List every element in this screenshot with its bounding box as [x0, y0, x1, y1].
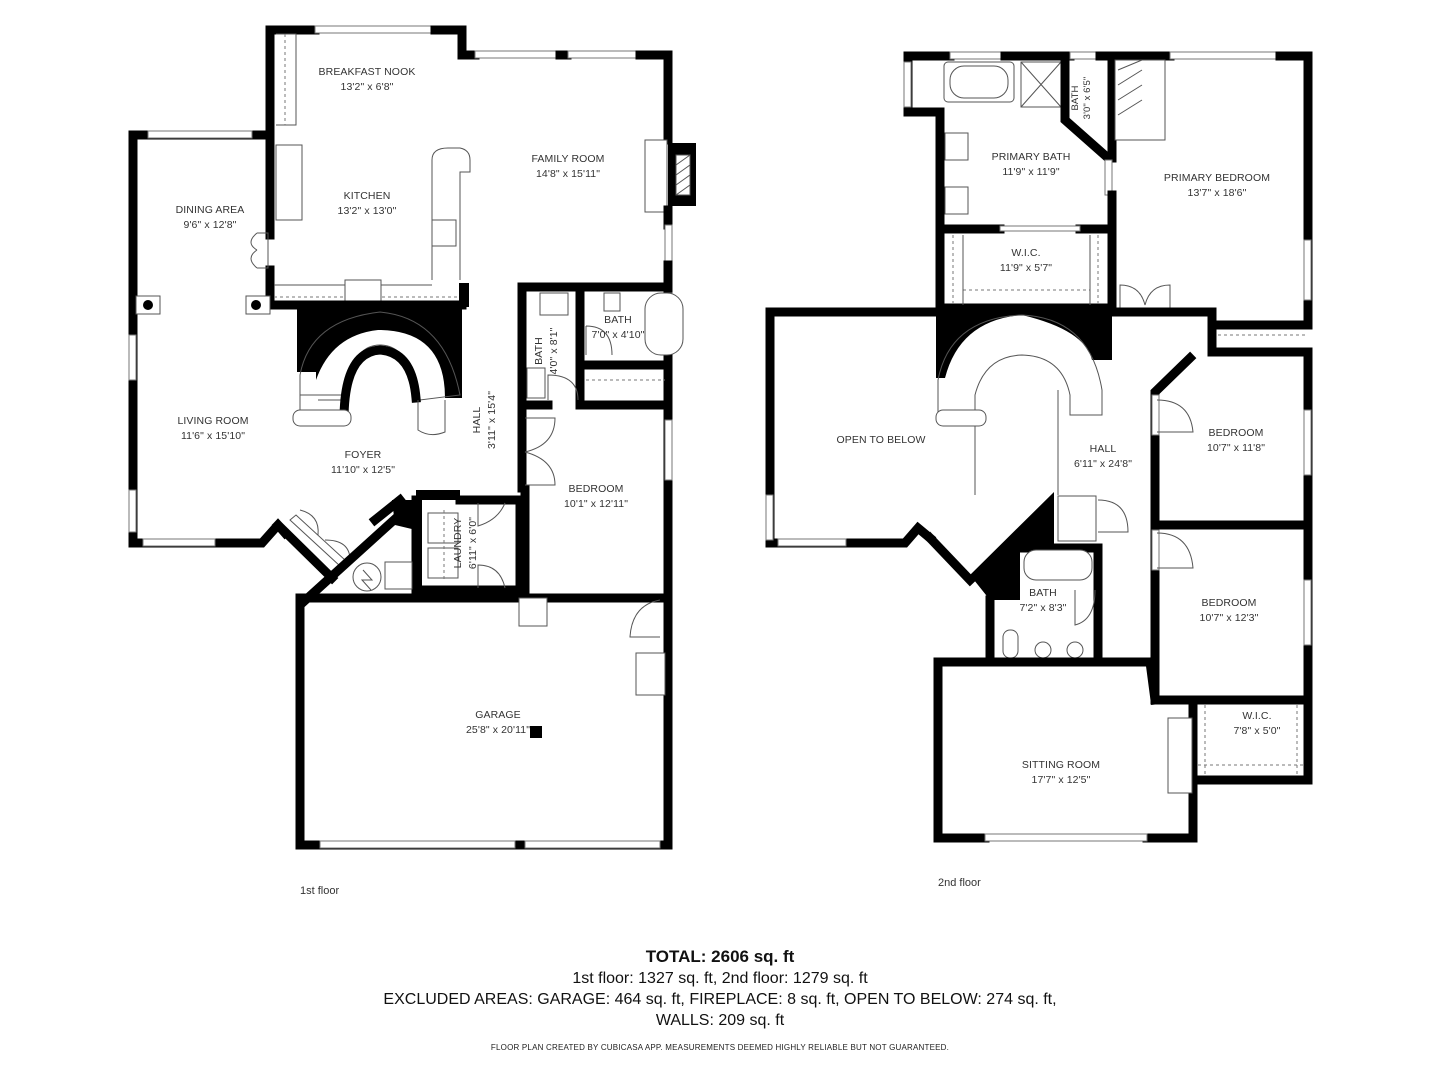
room-dimensions: 10'7" x 12'3" [1199, 612, 1259, 624]
room-wic-primary: W.I.C. 11'9" x 5'7" [1000, 246, 1052, 276]
room-dimensions: 14'8" x 15'11" [535, 168, 601, 180]
room-laundry: LAUNDRY 6'11" x 6'0" [451, 517, 481, 569]
room-dimensions: 13'7" x 18'6" [1187, 187, 1247, 199]
room-dimensions: 7'2" x 8'3" [1019, 602, 1067, 614]
room-sitting-room: SITTING ROOM 17'7" x 12'5" [1022, 758, 1100, 788]
room-name: BEDROOM [1208, 427, 1264, 439]
excluded-areas: EXCLUDED AREAS: GARAGE: 464 sq. ft, FIRE… [383, 991, 1057, 1008]
room-dimensions: 4'0" x 8'1" [548, 327, 560, 375]
room-name: OPEN TO BELOW [836, 434, 926, 446]
first-floor-plan [128, 25, 696, 850]
room-name: BATH [1070, 85, 1081, 111]
room-living-room: LIVING ROOM 11'6" x 15'10" [177, 414, 248, 444]
room-name: FAMILY ROOM [531, 153, 605, 165]
floor-caption-second: 2nd floor [938, 877, 981, 889]
room-name: HALL [471, 406, 483, 434]
room-name: BEDROOM [568, 483, 624, 495]
room-dimensions: 25'8" x 20'11" [465, 724, 531, 736]
room-dimensions: 6'11" x 6'0" [467, 516, 479, 570]
room-dimensions: 7'0" x 4'10" [591, 329, 645, 341]
room-name: PRIMARY BATH [991, 151, 1071, 163]
room-dimensions: 7'8" x 5'0" [1233, 725, 1281, 737]
disclaimer: FLOOR PLAN CREATED BY CUBICASA APP. MEAS… [490, 1043, 950, 1052]
room-dimensions: 3'11" x 15'4" [486, 390, 498, 450]
room-bath-second-floor: BATH 7'2" x 8'3" [1019, 586, 1066, 616]
room-breakfast-nook: BREAKFAST NOOK 13'2" x 6'8" [319, 65, 416, 95]
room-hall-second-floor: HALL 6'11" x 24'8" [1074, 442, 1132, 472]
room-dimensions: 11'9" x 5'7" [999, 262, 1053, 274]
room-name: BREAKFAST NOOK [318, 66, 416, 78]
room-bath-primary-toilet: BATH 3'0" x 6'5" [1070, 77, 1094, 120]
room-wic-second: W.I.C. 7'8" x 5'0" [1233, 709, 1280, 739]
room-name: BATH [1029, 587, 1057, 599]
walls-area: WALLS: 209 sq. ft [655, 1012, 785, 1029]
room-bedroom-second-b: BEDROOM 10'7" x 12'3" [1200, 596, 1259, 626]
room-name: FOYER [344, 449, 382, 461]
area-summary: TOTAL: 2606 sq. ft 1st floor: 1327 sq. f… [0, 946, 1440, 1052]
room-name: BATH [533, 337, 545, 365]
room-family-room: FAMILY ROOM 14'8" x 15'11" [531, 152, 604, 182]
room-foyer: FOYER 11'10" x 12'5" [331, 448, 395, 478]
room-dimensions: 9'6" x 12'8" [183, 219, 237, 231]
room-name: LAUNDRY [452, 517, 464, 569]
room-dining-area: DINING AREA 9'6" x 12'8" [176, 203, 245, 233]
room-dimensions: 11'6" x 15'10" [180, 430, 246, 442]
room-dimensions: 11'9" x 11'9" [1002, 166, 1060, 178]
room-dimensions: 10'7" x 11'8" [1206, 442, 1266, 454]
room-dimensions: 17'7" x 12'5" [1031, 774, 1091, 786]
room-primary-bedroom: PRIMARY BEDROOM 13'7" x 18'6" [1164, 171, 1270, 201]
room-name: W.I.C. [1242, 710, 1272, 722]
room-dimensions: 3'0" x 6'5" [1082, 76, 1093, 120]
room-bedroom-first-floor: BEDROOM 10'1" x 12'11" [564, 482, 628, 512]
room-name: PRIMARY BEDROOM [1163, 172, 1271, 184]
total-area: TOTAL: 2606 sq. ft [645, 947, 795, 966]
room-dimensions: 13'2" x 13'0" [337, 205, 397, 217]
room-dimensions: 13'2" x 6'8" [340, 81, 394, 93]
room-name: W.I.C. [1011, 247, 1041, 259]
room-name: BEDROOM [1201, 597, 1257, 609]
floor-areas: 1st floor: 1327 sq. ft, 2nd floor: 1279 … [572, 970, 868, 987]
room-name: DINING AREA [175, 204, 245, 216]
second-floor-plan [765, 51, 1313, 843]
room-name: BATH [604, 314, 632, 326]
room-name: HALL [1089, 443, 1117, 455]
room-dimensions: 6'11" x 24'8" [1073, 458, 1133, 470]
room-dimensions: 10'1" x 12'11" [563, 498, 629, 510]
room-name: LIVING ROOM [177, 415, 249, 427]
room-bedroom-second-a: BEDROOM 10'7" x 11'8" [1207, 426, 1265, 456]
room-garage: GARAGE 25'8" x 20'11" [466, 708, 530, 738]
room-open-to-below: OPEN TO BELOW [836, 433, 925, 448]
room-dimensions: 11'10" x 12'5" [330, 464, 396, 476]
room-kitchen: KITCHEN 13'2" x 13'0" [338, 189, 397, 219]
room-bath-first-floor: BATH 7'0" x 4'10" [592, 313, 645, 343]
room-name: SITTING ROOM [1021, 759, 1101, 771]
room-name: KITCHEN [343, 190, 391, 202]
floor-caption-first: 1st floor [300, 885, 340, 897]
room-bath-small: BATH 4'0" x 8'1" [532, 327, 562, 374]
room-primary-bath: PRIMARY BATH 11'9" x 11'9" [992, 150, 1071, 180]
room-name: GARAGE [475, 709, 521, 721]
room-hall-first-floor: HALL 3'11" x 15'4" [470, 391, 500, 449]
